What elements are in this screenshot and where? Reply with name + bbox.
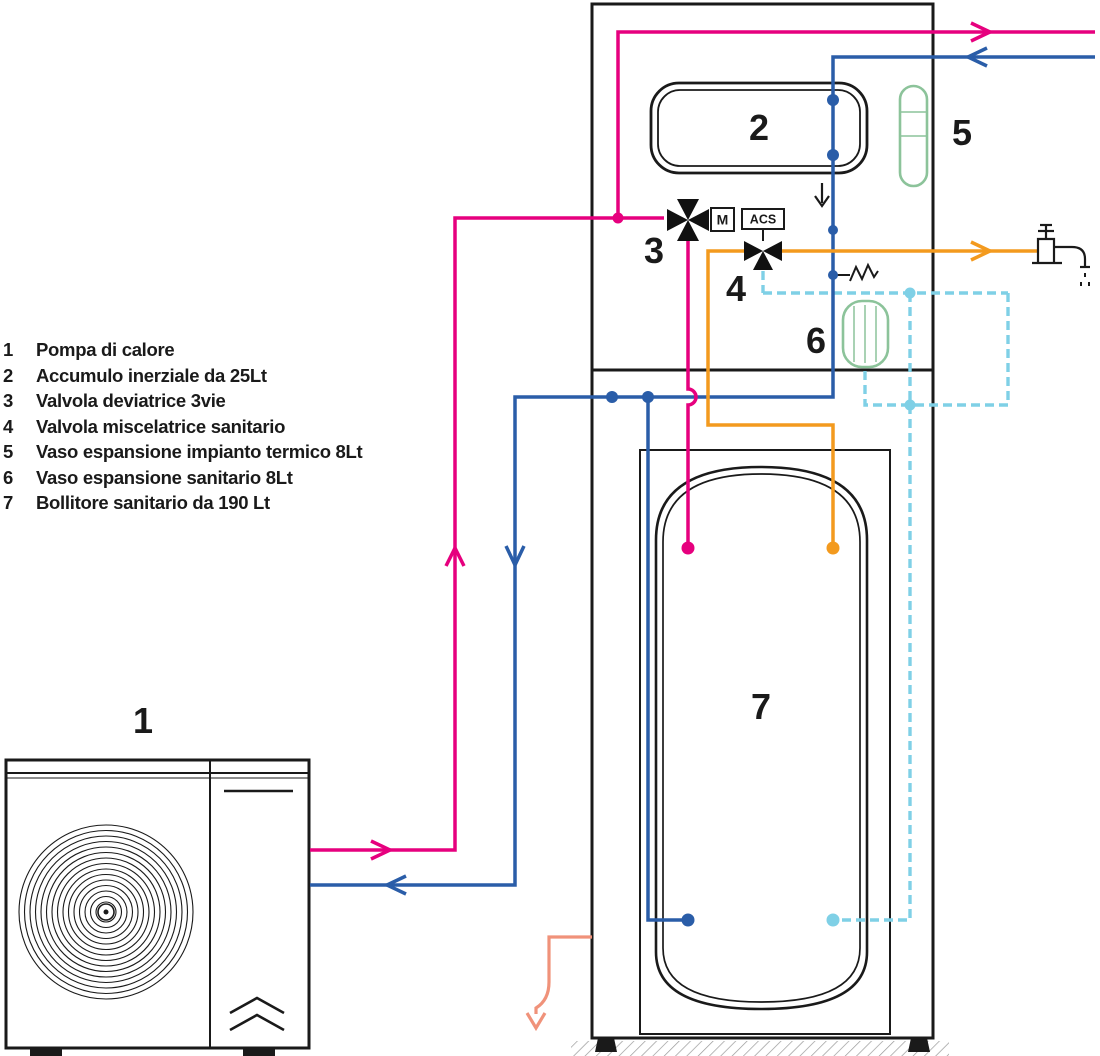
mixing-valve: ACS (741, 208, 785, 270)
buffer-tank (649, 81, 869, 175)
component-label-heating-expansion-vessel: 5 (952, 112, 972, 153)
legend-num: 4 (3, 415, 13, 437)
legend-num: 3 (3, 390, 13, 411)
legend-label: Vaso espansione sanitario 8Lt (36, 466, 293, 488)
dhw-tank (639, 449, 891, 1035)
component-label-diverter-valve: 3 (644, 230, 664, 271)
heat-pump-feet (30, 1048, 275, 1056)
legend-label: Accumulo inerziale da 25Lt (36, 364, 267, 386)
component-label-dhw-tank: 7 (751, 686, 771, 727)
faucet-icon (1032, 223, 1090, 286)
arrow-left-icon (382, 874, 407, 896)
chevron-up-icon (229, 996, 285, 1032)
dhw-expansion-vessel (841, 299, 890, 369)
arrow-down-icon (504, 545, 526, 570)
arrow-right-icon (970, 240, 995, 262)
acs-tag-label: ACS (750, 213, 776, 227)
legend-item: 3 Valvola deviatrice 3vie (3, 388, 362, 414)
arrow-right-icon (370, 839, 395, 861)
legend-num: 2 (3, 364, 13, 386)
legend-item: 6 Vaso espansione sanitario 8Lt (3, 465, 362, 491)
valve-actuator-box (710, 207, 735, 232)
arrow-up-icon (444, 544, 466, 567)
valve-actuator-label: M (717, 212, 729, 228)
legend-label: Valvola miscelatrice sanitario (36, 415, 286, 437)
cold-water-pipes (761, 271, 1010, 922)
legend-item: 2 Accumulo inerziale da 25Lt (3, 363, 362, 389)
legend-item: 1 Pompa di calore (3, 337, 362, 363)
legend-num: 1 (3, 339, 13, 360)
legend-item: 7 Bollitore sanitario da 190 Lt (3, 490, 362, 516)
diverter-valve: M (667, 199, 735, 241)
fan-icon (18, 824, 194, 1000)
acs-tag-box (741, 208, 785, 230)
component-label-dhw-expansion-vessel: 6 (806, 320, 826, 361)
component-label-heat-pump: 1 (133, 700, 153, 741)
heating-flow-pipes (310, 21, 1095, 861)
legend-item: 4 Valvola miscelatrice sanitario (3, 414, 362, 440)
legend: 1 Pompa di calore 2 Accumulo inerziale d… (3, 337, 363, 516)
pink-junction-dots (612, 212, 695, 555)
legend-label: Valvola deviatrice 3vie (36, 390, 226, 411)
cyan-junction-dots (826, 287, 916, 927)
arrow-left-icon (963, 46, 988, 68)
drain-pipe (525, 935, 592, 1032)
legend-item: 5 Vaso espansione impianto termico 8Lt (3, 439, 363, 465)
cabinet-feet (595, 1038, 930, 1052)
legend-label: Bollitore sanitario da 190 Lt (36, 492, 270, 513)
legend-num: 7 (3, 492, 13, 513)
legend-label: Pompa di calore (36, 339, 175, 360)
safety-valve-icon (833, 262, 879, 282)
component-label-buffer-tank: 2 (749, 107, 769, 148)
blue-junction-dots (606, 94, 839, 927)
legend-num: 6 (3, 466, 13, 488)
ground-hatch (571, 1041, 949, 1056)
arrow-right-icon (970, 21, 995, 43)
down-arrow-icon (814, 183, 830, 208)
heating-return-pipes (310, 46, 1095, 922)
component-label-mixing-valve: 4 (726, 268, 746, 309)
orange-junction-dots (826, 541, 840, 555)
heat-pump-unit (4, 758, 311, 1056)
dhw-pipes (706, 240, 1038, 542)
tower-cabinet (590, 2, 935, 1040)
heating-expansion-vessel (898, 84, 929, 188)
legend-label: Vaso espansione impianto termico 8Lt (36, 441, 363, 462)
legend-num: 5 (3, 441, 13, 462)
